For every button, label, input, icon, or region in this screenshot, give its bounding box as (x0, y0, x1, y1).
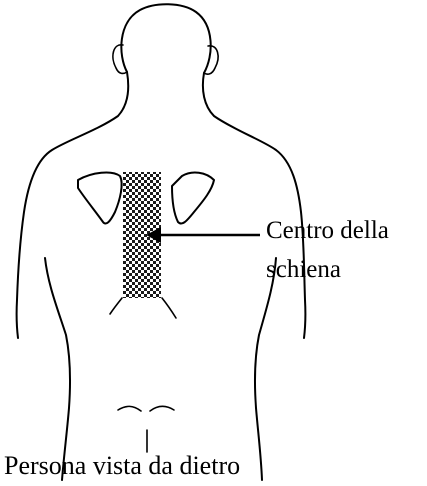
figure-caption: Persona vista da dietro (4, 451, 240, 481)
right-shoulder-blade (172, 173, 214, 224)
lower-crease-right (150, 406, 174, 411)
right-body-outline (203, 73, 306, 338)
left-lower-back-mark (110, 298, 122, 314)
head-outline (121, 4, 210, 73)
left-shoulder-blade (78, 173, 122, 224)
callout-label-line2: schiena (266, 255, 341, 285)
right-lower-back-mark (162, 298, 176, 318)
lower-crease-left (118, 406, 141, 411)
left-body-outline (17, 72, 129, 338)
left-torso-outline (45, 258, 70, 480)
callout-label-line1: Centro della (266, 216, 389, 246)
right-torso-outline (255, 258, 276, 480)
